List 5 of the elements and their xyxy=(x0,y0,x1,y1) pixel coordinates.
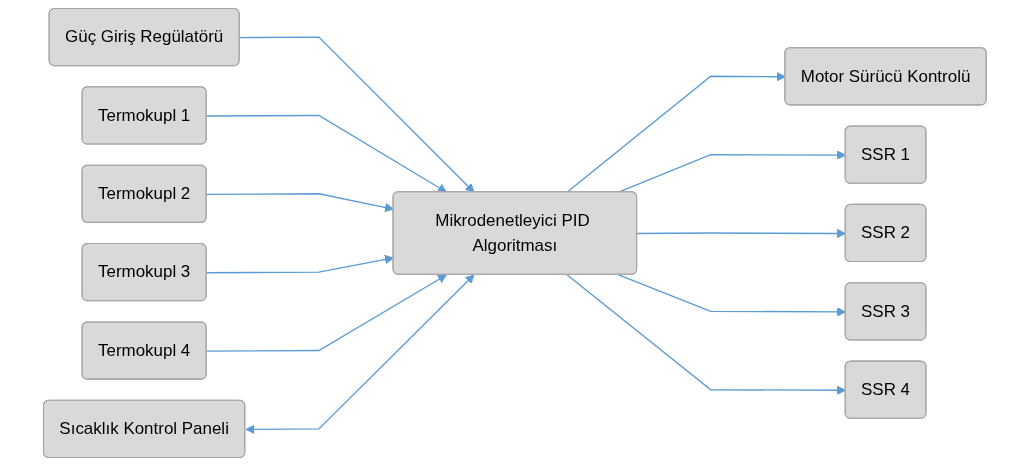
arrow xyxy=(206,274,448,352)
arrow xyxy=(566,72,786,193)
arrow xyxy=(206,114,448,193)
arrow xyxy=(239,36,475,193)
arrow xyxy=(245,274,475,435)
